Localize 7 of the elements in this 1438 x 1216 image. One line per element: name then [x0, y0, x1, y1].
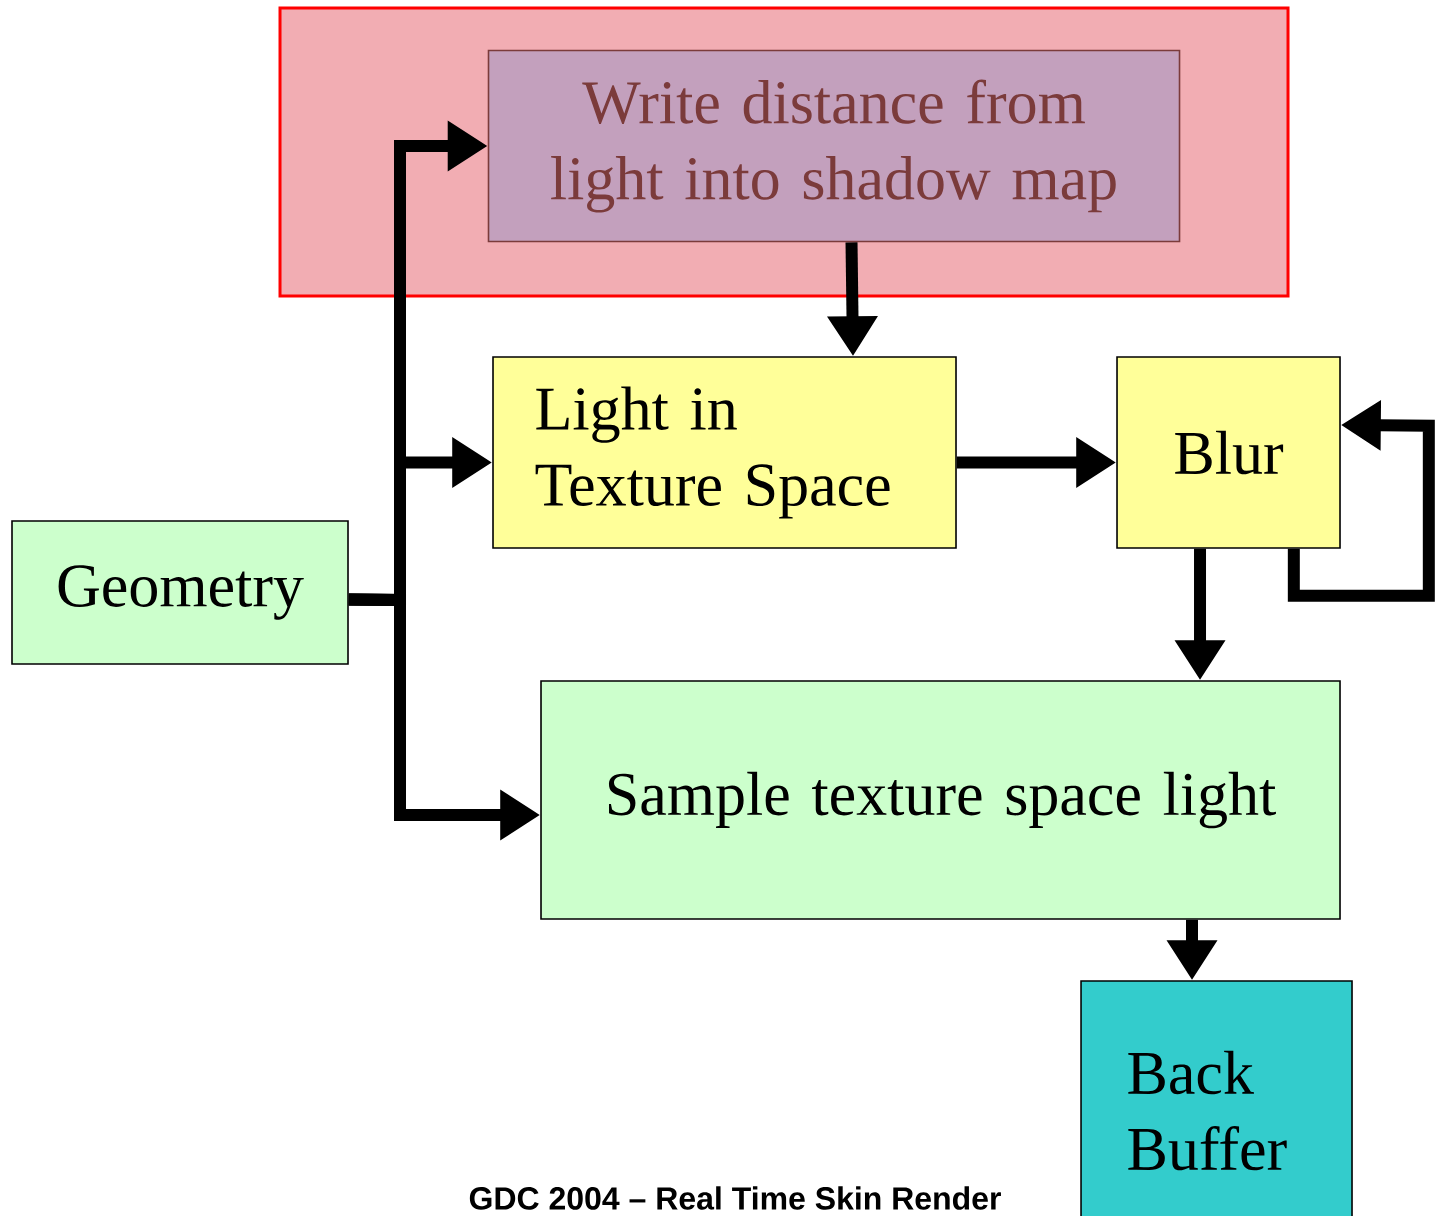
process-box: Blur	[1116, 356, 1341, 549]
process-box: Sample texture space light	[540, 680, 1341, 920]
process-box: Back Buffer	[1080, 980, 1353, 1216]
footer-text: GDC 2004 – Real Time Skin Render	[469, 1186, 1001, 1210]
process-box: Write distance from light into shadow map	[487, 49, 1181, 243]
process-box: Geometry	[11, 520, 349, 665]
process-box: Light in Texture Space	[492, 356, 957, 549]
